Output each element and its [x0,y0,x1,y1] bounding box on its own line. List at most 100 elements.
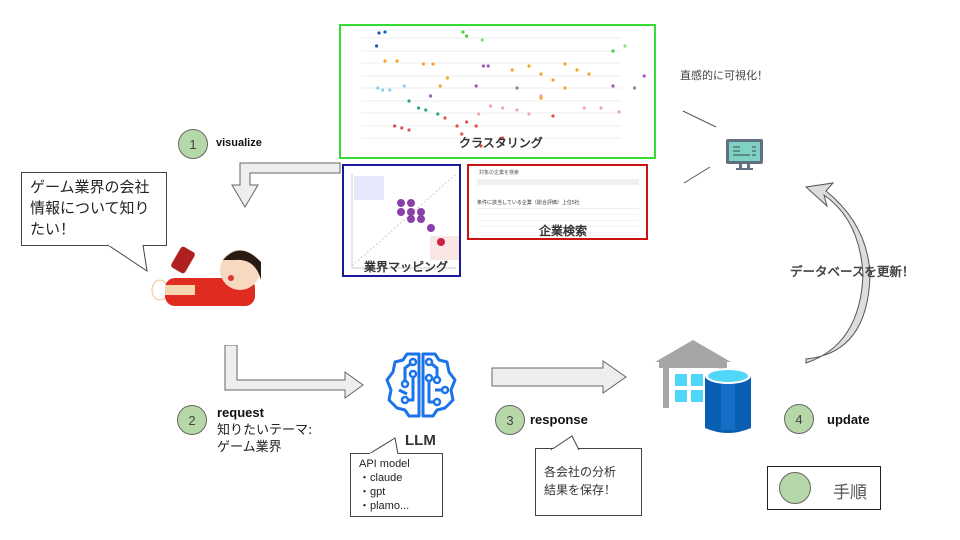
step-2-label: request [217,405,264,420]
cluster-point [611,84,615,88]
response-arrow [491,360,627,394]
db-update-note: データベースを更新！ [790,264,915,279]
request-detail-line-2: ゲーム業界 [217,440,282,455]
cluster-point [510,68,514,72]
step-3-label: response [530,412,588,427]
cluster-point [539,72,543,76]
legend-box: 手順 [767,466,881,510]
company-search-header: 対象の企業を検索 [479,170,520,176]
cluster-point [438,84,442,88]
request-arrow [224,345,364,399]
cluster-point [611,49,615,53]
llm-brain-icon [385,352,457,418]
visualize-arrow [231,162,341,208]
cluster-point [515,108,519,112]
clustering-screenshot: クラスタリング [339,24,656,159]
cluster-point [376,86,380,90]
cluster-point [455,124,459,128]
cluster-point [383,30,387,34]
update-curved-arrow [804,182,871,364]
cluster-point [375,44,379,48]
cluster-point [501,106,505,110]
step-4-circle: 4 [784,404,814,434]
monitor-icon [726,139,763,170]
cluster-point [431,62,435,66]
company-search-select [477,179,639,185]
user-speech-line-3: たい！ [30,220,76,238]
step-1-circle: 1 [178,129,208,159]
cluster-point [465,120,469,124]
cluster-point [501,136,505,140]
cluster-point [642,74,646,78]
llm-label: LLM [405,432,436,449]
cluster-point [477,112,481,116]
cluster-point [395,59,399,63]
cluster-point [623,44,627,48]
cluster-point [474,84,478,88]
user-speech-bubble: ゲーム業界の会社 情報について知り たい！ [21,172,167,246]
response-note-bubble: 各会社の分析 結果を保存！ [535,448,642,516]
cluster-point [381,88,385,92]
legend-label: 手順 [833,483,867,503]
cluster-point [424,108,428,112]
cluster-point [443,116,447,120]
clustering-title: クラスタリング [459,136,543,150]
api-model-bubble: API model ・claude ・gpt ・plamo... [350,453,443,517]
step-1-label: visualize [216,137,262,149]
cluster-point [575,68,579,72]
cluster-point [527,64,531,68]
legend-step-circle [779,472,811,504]
cluster-point [461,30,465,34]
cluster-point [474,124,478,128]
api-model-line-2: ・claude [359,472,403,484]
api-model-line-1: API model [359,458,410,470]
user-speech-line-2: 情報について知り [30,199,150,217]
cluster-point [402,84,406,88]
data-warehouse-icon [655,340,751,433]
request-detail: 知りたいテーマ: ゲーム業界 [217,422,312,456]
cluster-point [481,64,485,68]
cluster-point [563,62,567,66]
cluster-point [377,31,381,35]
company-search-screenshot: 対象の企業を検索 条件に該当している企業（総合評価）上位5社 企業検索 [467,164,648,240]
cluster-point [383,59,387,63]
cluster-point [539,96,543,100]
cluster-point [460,132,464,136]
cluster-point [429,94,433,98]
cluster-point [486,64,490,68]
step-3-circle: 3 [495,405,525,435]
clustering-scatter [361,30,646,148]
cluster-point [436,112,440,116]
api-model-line-4: ・plamo... [359,500,410,512]
cluster-point [480,38,484,42]
step-2-circle: 2 [177,405,207,435]
cluster-point [421,62,425,66]
cluster-point [617,110,621,114]
cluster-point [587,72,591,76]
cluster-point [400,126,404,130]
company-search-title: 企業検索 [539,224,588,238]
request-detail-line-1: 知りたいテーマ: [217,423,313,438]
cluster-point [445,76,449,80]
cluster-point [527,112,531,116]
visualize-note: 直感的に可視化！ [680,69,768,82]
cluster-point [393,124,397,128]
cluster-point [551,78,555,82]
user-illustration [151,246,261,306]
cluster-point [417,106,421,110]
industry-mapping-screenshot: 業界マッピング [342,164,461,277]
cluster-point [582,106,586,110]
response-note-line-1: 各会社の分析 [544,465,617,479]
cluster-point [633,86,637,90]
cluster-point [407,99,411,103]
cluster-point [489,104,493,108]
cluster-point [388,88,392,92]
cluster-point [515,86,519,90]
cluster-point [563,86,567,90]
industry-mapping-title: 業界マッピング [364,260,449,274]
company-ranking-caption: 条件に該当している企業（総合評価）上位5社 [477,200,580,206]
cluster-point [407,128,411,132]
cluster-point [599,106,603,110]
api-model-line-3: ・gpt [359,486,386,498]
cluster-point [465,34,469,38]
